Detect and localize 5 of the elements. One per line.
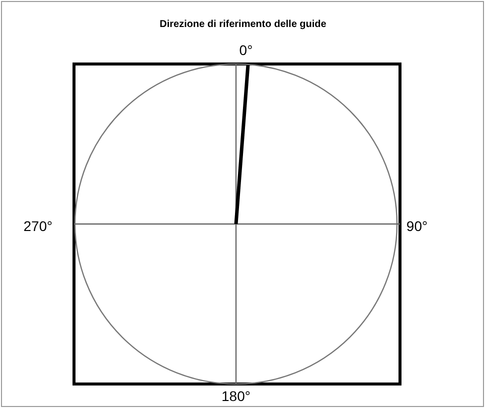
title: Direzione di riferimento delle guide [158, 19, 328, 30]
angle-label: 180° [222, 388, 250, 404]
angle-label: 0° [239, 42, 253, 58]
angle-label: 270° [24, 218, 52, 234]
angle-label: 90° [406, 218, 428, 234]
